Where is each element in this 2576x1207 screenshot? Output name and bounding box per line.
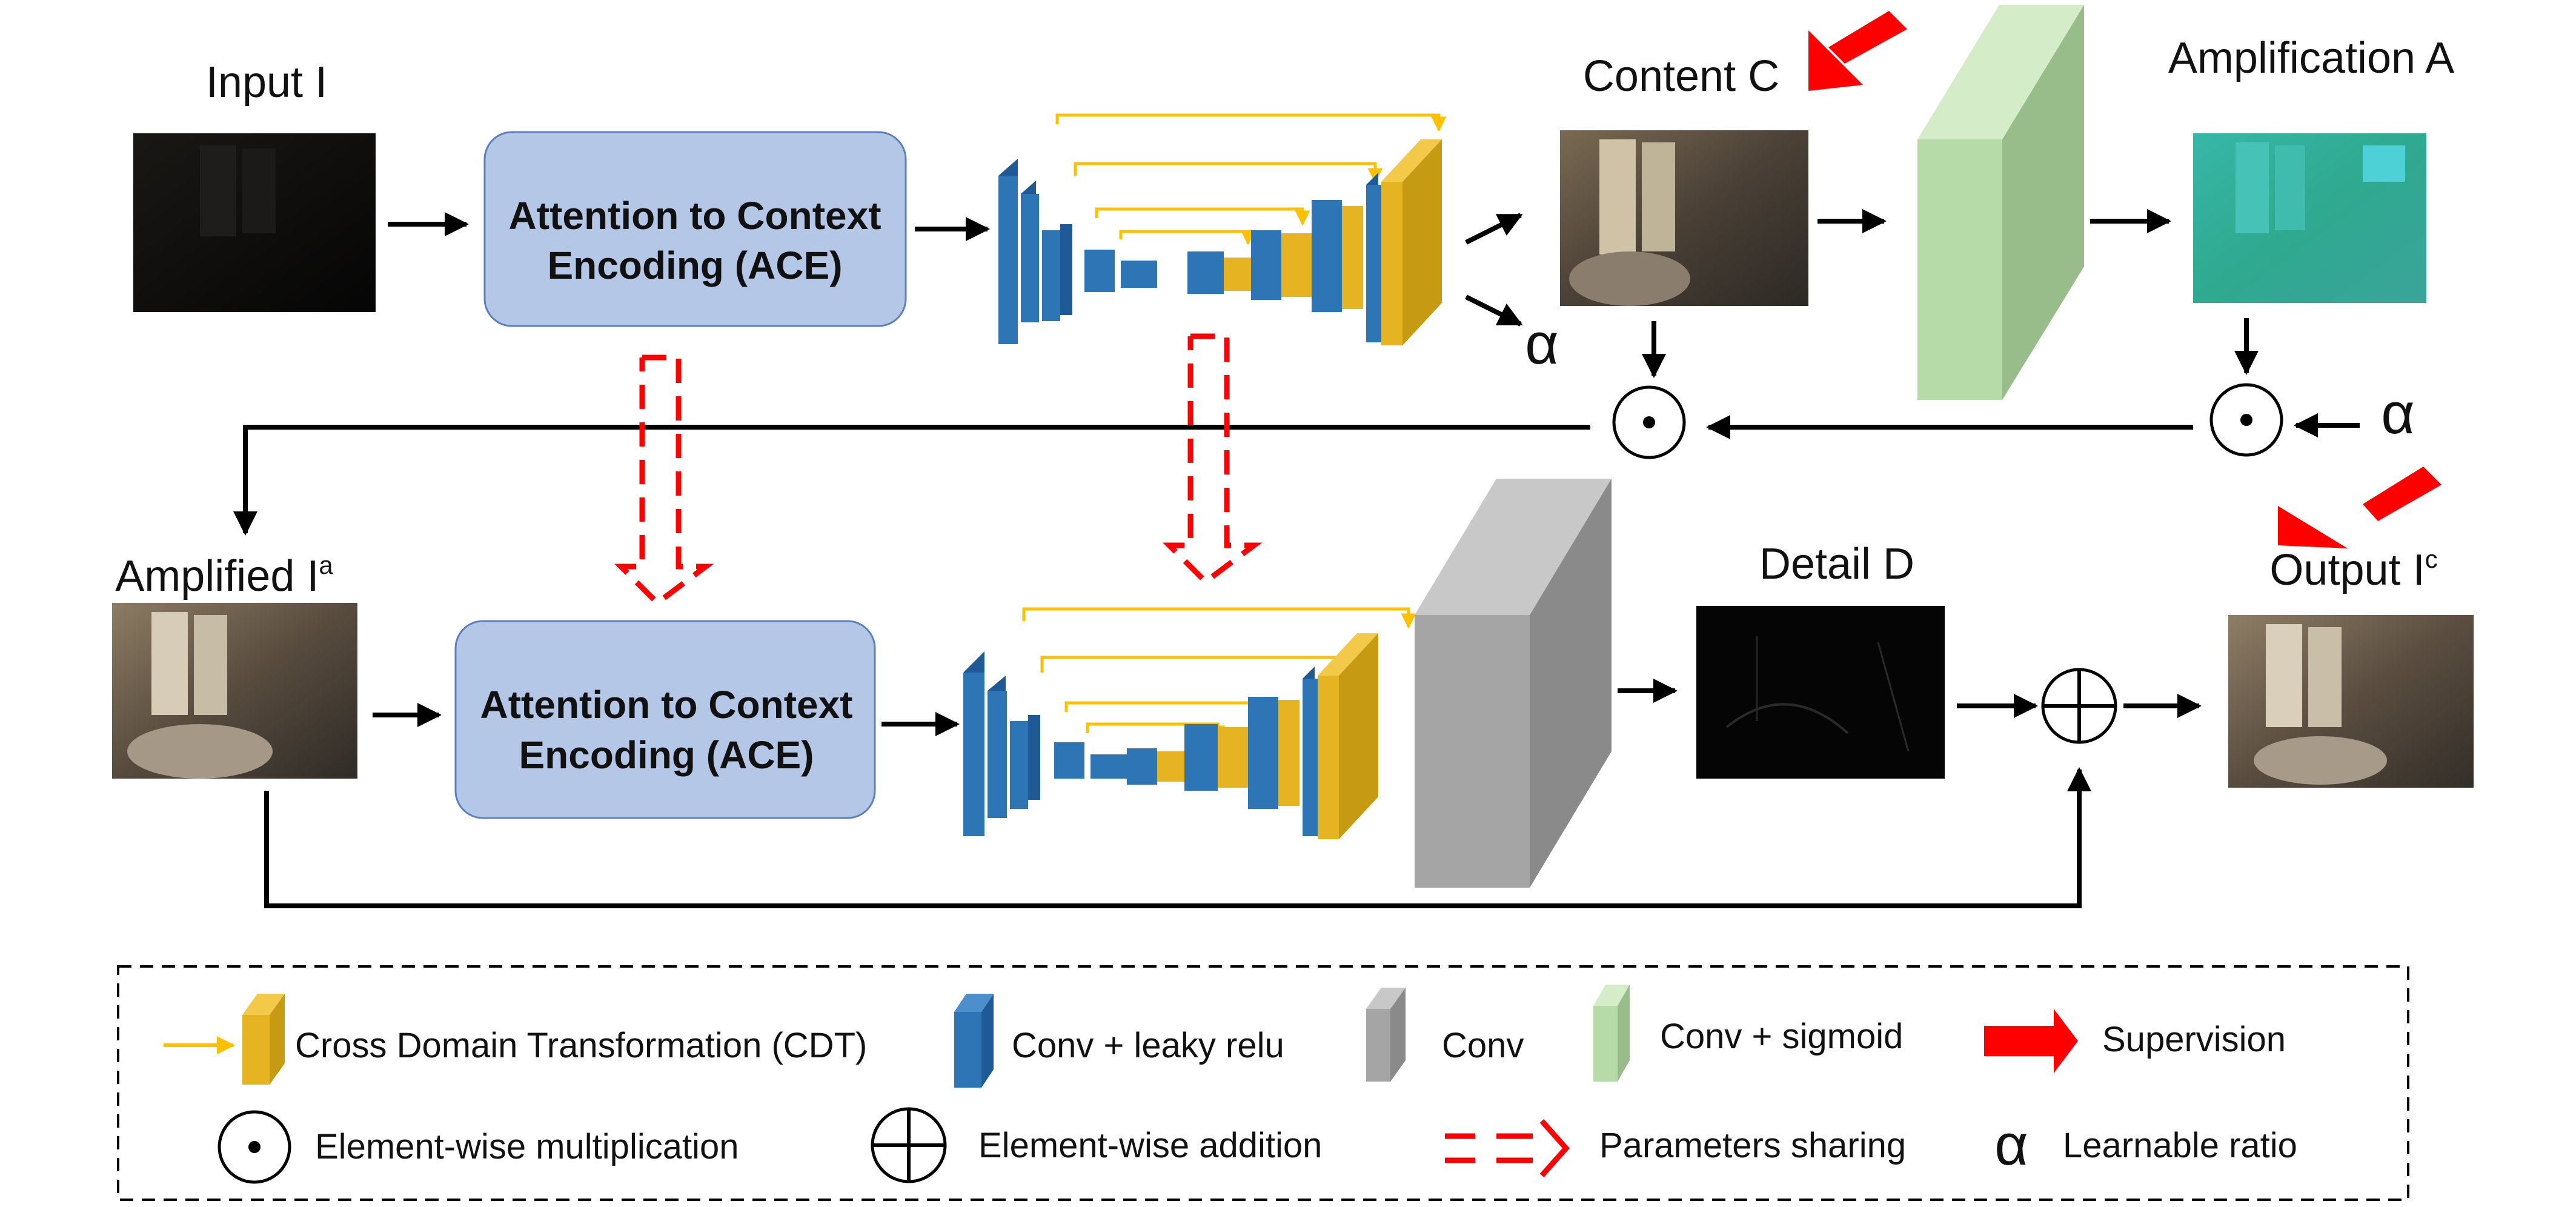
input-label: Input I xyxy=(206,58,327,107)
amplified-label: Amplified Ia xyxy=(115,551,333,600)
conv-leaky-relu-block xyxy=(1084,250,1115,292)
alpha-icon: α xyxy=(1994,1112,2028,1177)
output-label: Output Ic xyxy=(2269,545,2437,594)
cdt-block xyxy=(1278,700,1300,806)
conv-leaky-relu-block xyxy=(1010,715,1040,809)
unet-top xyxy=(998,113,1447,345)
conv-leaky-relu-block xyxy=(988,676,1007,818)
arrow-unet-to-content xyxy=(1465,213,1523,245)
conv-leaky-relu-block xyxy=(1121,261,1157,288)
alpha-symbol-top: α xyxy=(1525,311,1559,376)
conv-sigmoid-icon xyxy=(1593,985,1630,1082)
conv-leaky-relu-block xyxy=(1021,181,1039,322)
parameters-sharing-arrow-unet xyxy=(1163,333,1263,585)
conv-leaky-relu-block xyxy=(1187,251,1224,294)
supervision-arrow-icon xyxy=(1984,1009,2078,1073)
elementwise-addition xyxy=(2041,668,2117,744)
legend-label-conv-sigmoid: Conv + sigmoid xyxy=(1660,1017,1903,1056)
cdt-icon xyxy=(164,994,285,1085)
legend-label-conv-leaky-relu: Conv + leaky relu xyxy=(1012,1026,1284,1065)
legend-border xyxy=(117,965,2409,1201)
conv-leaky-relu-block xyxy=(1251,230,1281,300)
legend-label-cdt: Cross Domain Transformation (CDT) xyxy=(295,1026,867,1065)
legend-label-parameters-sharing: Parameters sharing xyxy=(1599,1126,1906,1165)
skip-connection xyxy=(1055,113,1447,132)
skip-connection xyxy=(1022,607,1416,629)
output-image xyxy=(2228,615,2474,788)
supervision-arrow-output xyxy=(2278,467,2442,548)
skip-connection xyxy=(1074,162,1383,184)
detail-label: Detail D xyxy=(1759,540,1914,588)
elementwise-multiplication-icon xyxy=(217,1110,291,1184)
ace-top-line1: Attention to Context xyxy=(509,194,881,238)
conv-leaky-relu-block xyxy=(1042,224,1072,321)
skip-connection xyxy=(1095,207,1310,226)
content-image xyxy=(1560,130,1808,306)
legend-label-addition: Element-wise addition xyxy=(978,1126,1322,1165)
conv-leaky-relu-block xyxy=(1312,200,1342,312)
cdt-block xyxy=(1342,206,1363,309)
conv-leaky-relu-block xyxy=(1127,748,1157,785)
parameters-sharing-arrow-ace xyxy=(614,354,714,607)
ace-bottom-line2: Encoding (ACE) xyxy=(519,733,814,777)
cdt-block xyxy=(1318,633,1378,839)
ace-block-top: Attention to Context Encoding (ACE) xyxy=(483,131,907,327)
arrow-unet-to-alpha xyxy=(1465,294,1523,327)
unet-bottom xyxy=(963,607,1416,839)
ace-top-line2: Encoding (ACE) xyxy=(547,244,842,287)
ace-block-bottom: Attention to Context Encoding (ACE) xyxy=(454,620,876,819)
alpha-symbol-right: α xyxy=(2381,381,2415,446)
conv-leaky-relu-block xyxy=(998,159,1018,344)
detail-image xyxy=(1696,606,1945,779)
skip-connection xyxy=(1040,656,1347,677)
content-label: Content C xyxy=(1583,52,1779,101)
cdt-block xyxy=(1381,139,1442,345)
legend: Cross Domain Transformation (CDT) Conv +… xyxy=(117,965,2409,1201)
conv-leaky-relu-block xyxy=(1054,742,1084,779)
amplified-image xyxy=(112,603,357,779)
legend-label-learnable-ratio: Learnable ratio xyxy=(2063,1126,2297,1165)
elementwise-addition-icon xyxy=(871,1107,947,1183)
legend-label-multiplication: Element-wise multiplication xyxy=(315,1127,739,1166)
conv-block-gray xyxy=(1415,479,1612,888)
conv-leaky-relu-block xyxy=(1366,173,1381,342)
amplification-image xyxy=(2193,133,2426,303)
conv-sigmoid-block xyxy=(1917,5,2084,400)
conv-leaky-relu-block xyxy=(1090,754,1127,779)
ace-bottom-line1: Attention to Context xyxy=(480,683,853,727)
arrow-mult-to-amplified xyxy=(233,425,1590,536)
arrow-amplified-to-add xyxy=(264,767,2091,908)
conv-leaky-relu-block xyxy=(1303,667,1318,836)
conv-leaky-relu-block xyxy=(963,651,984,836)
elementwise-multiplication-right xyxy=(2209,383,2283,457)
skip-connection xyxy=(1064,701,1274,720)
supervision-arrow-content xyxy=(1808,11,1907,91)
cdt-block xyxy=(1224,258,1251,291)
input-image xyxy=(133,133,376,312)
legend-label-supervision: Supervision xyxy=(2102,1020,2286,1059)
conv-leaky-relu-block xyxy=(1184,724,1218,791)
cdt-block xyxy=(1218,727,1248,788)
conv-icon xyxy=(1366,988,1406,1082)
amplification-label: Amplification A xyxy=(2168,34,2454,82)
legend-label-conv: Conv xyxy=(1442,1026,1524,1065)
cdt-block xyxy=(1281,233,1312,297)
skip-connection xyxy=(1119,230,1256,245)
conv-leaky-relu-icon xyxy=(954,994,994,1088)
elementwise-multiplication-left xyxy=(1612,385,1686,459)
cdt-block xyxy=(1157,751,1184,782)
parameters-sharing-icon xyxy=(1445,1119,1570,1177)
conv-leaky-relu-block xyxy=(1248,697,1278,809)
